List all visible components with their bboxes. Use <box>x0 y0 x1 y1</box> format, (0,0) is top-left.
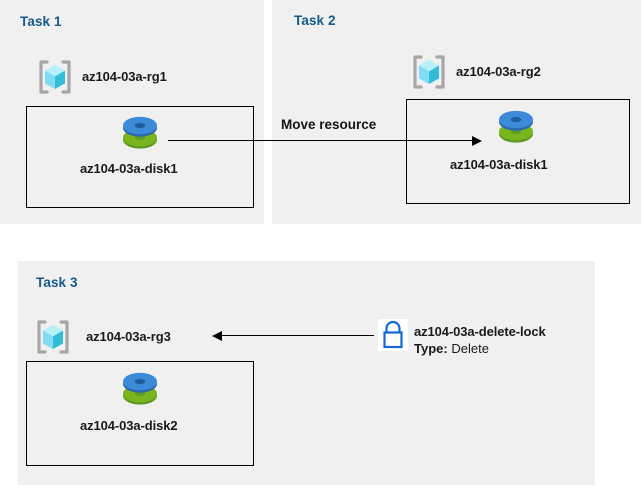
task2-resource-box <box>406 99 630 204</box>
resource-group-icon <box>410 53 448 91</box>
resource-group-icon <box>36 58 74 96</box>
panel-task1 <box>0 0 264 224</box>
task1-rg-label: az104-03a-rg1 <box>82 69 167 84</box>
move-resource-arrowhead <box>472 136 482 146</box>
panel-task3 <box>18 261 595 485</box>
delete-lock-name: az104-03a-delete-lock <box>414 324 546 339</box>
managed-disk-icon <box>118 370 162 410</box>
task2-rg-label: az104-03a-rg2 <box>456 64 541 79</box>
managed-disk-icon <box>494 108 538 148</box>
lock-connector-line <box>222 335 374 337</box>
move-resource-label: Move resource <box>281 117 377 132</box>
task3-resource-label: az104-03a-disk2 <box>80 418 178 433</box>
delete-lock-type-value: Delete <box>451 341 489 356</box>
managed-disk-icon <box>118 114 162 154</box>
delete-lock-type: Type: Delete <box>414 341 489 356</box>
task3-resource-box <box>26 361 254 466</box>
task1-resource-label: az104-03a-disk1 <box>80 161 178 176</box>
task2-resource-label: az104-03a-disk1 <box>450 157 548 172</box>
task3-rg-label: az104-03a-rg3 <box>86 329 171 344</box>
task1-title: Task 1 <box>20 14 62 29</box>
move-resource-connector-line <box>168 140 474 142</box>
lock-icon <box>378 319 408 351</box>
panel-task2 <box>272 0 641 224</box>
resource-group-icon <box>34 318 72 356</box>
task1-resource-box <box>26 106 254 208</box>
delete-lock-type-key: Type: <box>414 341 448 356</box>
task3-title: Task 3 <box>36 275 78 290</box>
task2-title: Task 2 <box>294 13 336 28</box>
lock-connector-arrowhead <box>212 331 222 341</box>
